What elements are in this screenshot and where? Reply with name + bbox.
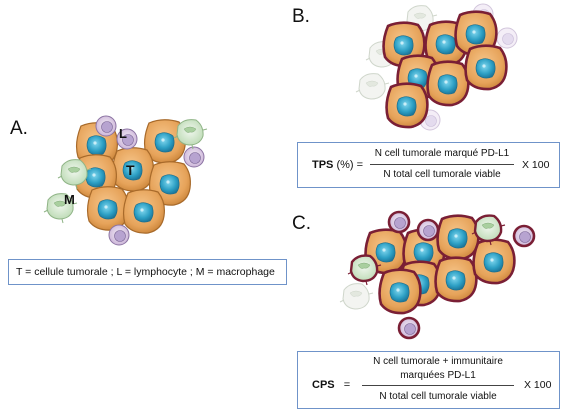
macrophage-unstained	[339, 283, 374, 310]
tumor-cell-stained	[385, 82, 429, 129]
legend-box: T = cellule tumorale ; L = lymphocyte ; …	[8, 259, 287, 285]
lymphocyte-stained	[387, 210, 411, 234]
cps-fraction-bar	[362, 385, 514, 386]
lymphocyte	[95, 115, 117, 137]
tumor-cell-stained	[436, 214, 480, 261]
cps-numerator-line2: marquées PD-L1	[400, 370, 476, 381]
tumor-cell-stained	[464, 44, 508, 91]
tps-label: TPS (%) =	[312, 159, 363, 171]
cps-unit: =	[343, 379, 351, 391]
label-l: L	[119, 126, 127, 141]
tumor-cell-stained	[378, 268, 422, 315]
tps-unit: (%) =	[333, 159, 364, 171]
cps-numerator-line1: N cell tumorale + immunitaire	[373, 356, 503, 367]
panel-c-letter: C.	[292, 213, 311, 234]
label-m: M	[64, 192, 75, 207]
tumor-cell	[86, 186, 129, 231]
tumor-cell-stained	[426, 60, 470, 107]
cps-multiplier: X 100	[524, 379, 552, 391]
panel-b-cells	[355, 3, 518, 131]
tps-multiplier: X 100	[522, 159, 550, 171]
tumor-cell-stained	[472, 238, 516, 285]
tps-denominator: N total cell tumorale viable	[383, 169, 501, 180]
panel-b-letter: B.	[292, 6, 310, 27]
legend-text: T = cellule tumorale ; L = lymphocyte ; …	[16, 266, 275, 278]
tps-numerator: N cell tumorale marqué PD-L1	[374, 148, 510, 159]
panel-c-cells	[339, 210, 536, 340]
lymphocyte-unstained	[496, 27, 518, 49]
tps-fraction-bar	[370, 164, 514, 165]
label-t: T	[126, 162, 135, 178]
cps-formula-box: CPS = N cell tumorale + immunitaire marq…	[297, 351, 560, 409]
lymphocyte-stained	[397, 316, 421, 340]
tumor-cell-stained	[434, 256, 478, 303]
cps-name: CPS	[312, 379, 335, 391]
lymphocyte	[183, 146, 205, 168]
lymphocyte-stained	[512, 224, 536, 248]
tps-formula-box: TPS (%) = N cell tumorale marqué PD-L1 N…	[297, 142, 560, 188]
lymphocyte-stained	[416, 218, 440, 242]
tps-name: TPS	[312, 159, 334, 171]
macrophage-unstained	[355, 73, 390, 100]
cps-label: CPS =	[312, 379, 350, 391]
lymphocyte	[108, 224, 130, 246]
tumor-cell	[122, 189, 165, 234]
cps-denominator: N total cell tumorale viable	[379, 391, 497, 402]
panel-a-letter: A.	[10, 118, 28, 139]
